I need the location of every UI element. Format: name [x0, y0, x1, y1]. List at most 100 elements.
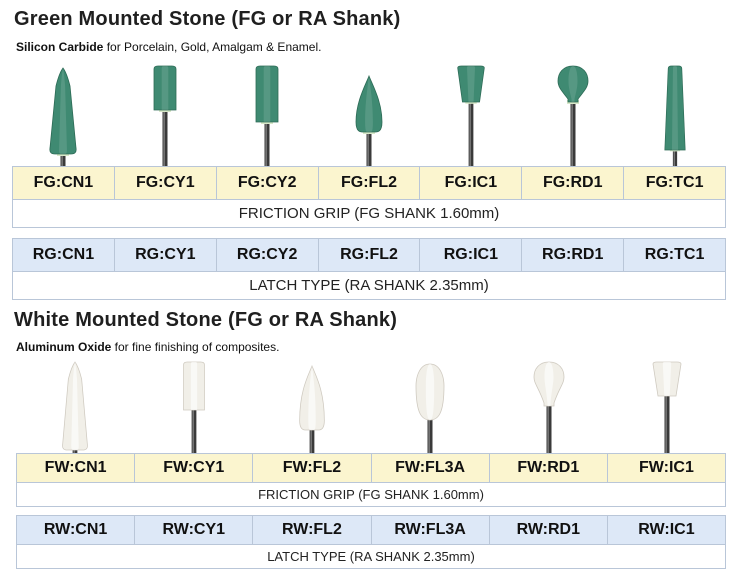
product-code-cell: FG:CY1 [114, 167, 217, 199]
white-section-title: White Mounted Stone (FG or RA Shank) [14, 309, 398, 331]
product-code-cell: RW:FL2 [253, 516, 372, 544]
bur-shank [468, 100, 474, 166]
product-code-cell: FW:CY1 [135, 454, 254, 482]
bur-head [255, 65, 279, 123]
bur-head-shine [467, 66, 475, 102]
stone-bur-cylinder [182, 361, 205, 454]
product-code-cell: RG:IC1 [420, 239, 523, 271]
product-code-cell: RG:TC1 [624, 239, 726, 271]
bur-shank-highlight [61, 152, 63, 166]
product-code-cell: FW:IC1 [607, 454, 726, 482]
bur-shank [570, 100, 576, 166]
bur-head [153, 65, 177, 111]
bur-shank-highlight [547, 404, 549, 454]
bur-head-shine [544, 362, 553, 406]
bur-head-shine [71, 362, 79, 450]
green-use: for Porcelain, Gold, Amalgam & Enamel. [103, 40, 322, 54]
bur-shank-highlight [367, 130, 369, 166]
bur-head-shine [190, 362, 197, 410]
stone-bur-cone [62, 361, 89, 454]
bur-shank [309, 428, 315, 454]
stone-bur-flame [355, 74, 383, 166]
bur-shank [664, 394, 670, 454]
product-code-cell: RW:CN1 [17, 516, 136, 544]
bur-shank-highlight [73, 448, 75, 454]
green-fg-description: FRICTION GRIP (FG SHANK 1.60mm) [12, 200, 726, 228]
bur-head [355, 74, 383, 133]
bur-shank-highlight [265, 120, 267, 166]
bur-shank-highlight [665, 394, 667, 454]
bur-shank-highlight [310, 428, 312, 454]
bur-shank [366, 130, 372, 166]
bur-shank-highlight [163, 108, 165, 166]
white-section-subtitle: Aluminum Oxide for fine finishing of com… [16, 340, 279, 354]
bur-shank-highlight [469, 100, 471, 166]
bur-shank-highlight [428, 418, 430, 454]
white-use: for fine finishing of composites. [111, 340, 280, 354]
product-code-cell: FW:FL2 [253, 454, 372, 482]
product-code-cell: FG:IC1 [420, 167, 523, 199]
stone-bur-cylinder [255, 65, 279, 166]
bur-shank [546, 404, 551, 454]
bur-shank [72, 448, 78, 454]
bur-head-shine [662, 362, 672, 396]
stone-bur-cylinder [153, 65, 177, 166]
product-code-cell: RG:FL2 [318, 239, 421, 271]
bur-head-shine [161, 66, 169, 110]
green-section-subtitle: Silicon Carbide for Porcelain, Gold, Ama… [16, 40, 321, 54]
bur-shank-highlight [673, 148, 675, 166]
stone-bur-inverted-cone [457, 65, 485, 166]
bur-shank [264, 120, 270, 166]
product-code-cell: FW:RD1 [489, 454, 608, 482]
bur-shank-highlight [192, 408, 194, 454]
bur-head-shine [671, 66, 679, 150]
bur-head [49, 67, 77, 155]
green-section-title: Green Mounted Stone (FG or RA Shank) [14, 8, 401, 30]
product-code-cell: FG:CN1 [13, 167, 115, 199]
stone-bur-egg [415, 363, 445, 454]
bur-head-shine [365, 76, 373, 132]
stone-bur-round [533, 361, 564, 454]
product-code-cell: FG:FL2 [318, 167, 421, 199]
product-code-cell: RW:RD1 [489, 516, 608, 544]
bur-shank [191, 408, 196, 454]
white-fg-description: FRICTION GRIP (FG SHANK 1.60mm) [16, 483, 726, 507]
product-code-cell: RG:CY1 [114, 239, 217, 271]
white-material: Aluminum Oxide [16, 340, 112, 354]
product-code-cell: FW:CN1 [17, 454, 136, 482]
stone-bur-flame [299, 364, 325, 454]
product-code-cell: FG:TC1 [624, 167, 726, 199]
product-code-cell: FG:CY2 [216, 167, 319, 199]
bur-head [664, 65, 686, 151]
white-ra-description: LATCH TYPE (RA SHANK 2.35mm) [16, 545, 726, 569]
product-code-cell: RW:IC1 [607, 516, 726, 544]
green-material: Silicon Carbide [16, 40, 104, 54]
stone-bur-inverted-cone [652, 361, 682, 454]
green-ra-description: LATCH TYPE (RA SHANK 2.35mm) [12, 272, 726, 300]
product-code-cell: RG:CY2 [216, 239, 319, 271]
product-code-cell: FG:RD1 [522, 167, 625, 199]
stone-bur-cone [49, 67, 77, 166]
green-stone-images [0, 62, 750, 166]
bur-head-shine [308, 366, 316, 430]
bur-shank [672, 148, 678, 166]
white-stone-images [0, 358, 750, 454]
bur-shank-highlight [571, 100, 573, 166]
bur-head [557, 65, 589, 103]
stone-bur-round [557, 65, 589, 166]
bur-head-shine [568, 66, 578, 102]
bur-head-shine [59, 68, 67, 154]
bur-shank [162, 108, 168, 166]
product-code-cell: RW:FL3A [371, 516, 490, 544]
product-code-cell: RG:RD1 [522, 239, 625, 271]
bur-head-shine [425, 364, 435, 420]
bur-head [457, 65, 485, 103]
product-code-cell: RW:CY1 [135, 516, 254, 544]
product-code-cell: RG:CN1 [13, 239, 115, 271]
stone-bur-tapered-cylinder [664, 65, 686, 166]
bur-shank [60, 152, 66, 166]
